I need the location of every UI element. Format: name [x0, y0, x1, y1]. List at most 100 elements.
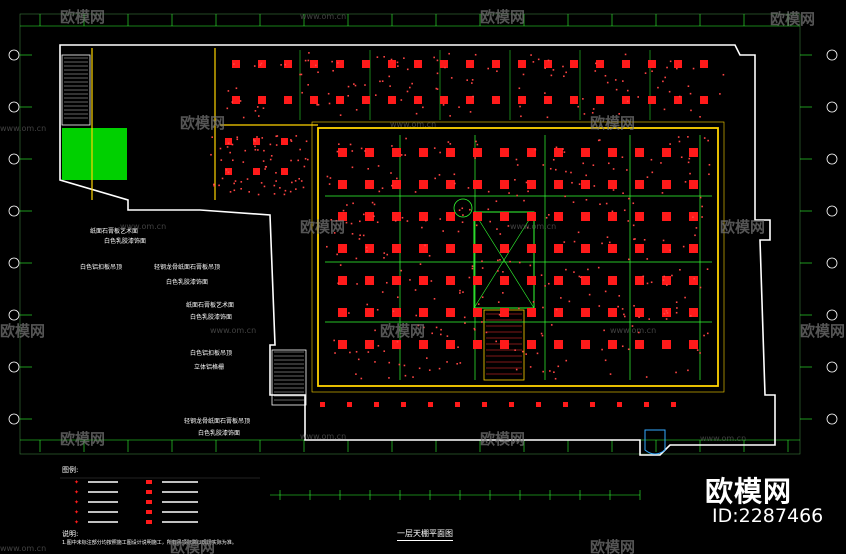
light-dot	[355, 350, 358, 353]
light-dot	[307, 59, 310, 62]
light-dot	[362, 213, 365, 216]
brand-id-text: ID:2287466	[712, 505, 824, 527]
light-dot	[540, 332, 543, 335]
ceiling-panel	[258, 96, 266, 104]
light-dot	[618, 295, 621, 297]
ceiling-panel	[674, 60, 682, 68]
light-dot	[696, 349, 699, 351]
light-dot	[518, 307, 520, 310]
ceiling-panel	[388, 96, 396, 104]
watermark-brand: 欧模网	[60, 430, 106, 448]
stair-block-2	[271, 349, 307, 406]
light-dot	[703, 334, 705, 337]
light-dot	[496, 70, 498, 73]
light-dot	[562, 148, 564, 150]
ceiling-panel	[635, 276, 644, 285]
light-dot	[377, 344, 380, 347]
ceiling-panel	[392, 180, 401, 189]
light-dot	[525, 181, 528, 184]
light-dot	[601, 242, 603, 245]
ceiling-panel	[392, 212, 401, 221]
light-dot	[634, 238, 636, 240]
light-dot	[530, 54, 532, 56]
light-dot	[355, 373, 357, 375]
light-dot	[279, 187, 281, 189]
light-dot	[342, 209, 345, 212]
light-dot	[526, 226, 529, 229]
light-dot	[430, 280, 433, 282]
right-axis-bubble	[826, 101, 838, 113]
light-dot	[467, 187, 470, 189]
light-dot	[495, 340, 497, 343]
light-dot	[280, 64, 282, 66]
watermark-url: www.om.cn	[390, 120, 437, 129]
ceiling-panel	[527, 180, 536, 189]
light-dot	[227, 171, 230, 174]
light-dot	[269, 158, 272, 161]
watermark-url: www.om.cn	[300, 432, 347, 441]
watermark-url: www.om.cn	[610, 326, 657, 335]
light-dot	[481, 260, 483, 263]
light-dot	[580, 276, 582, 279]
light-dot	[542, 370, 544, 373]
light-dot	[563, 75, 565, 78]
light-dot	[235, 87, 238, 90]
light-dot	[406, 68, 409, 71]
atrium-diagonal	[473, 211, 535, 309]
light-dot	[440, 333, 442, 336]
light-dot	[401, 216, 404, 219]
ceiling-panel	[554, 308, 563, 317]
light-dot	[377, 165, 380, 167]
legend-swatch	[146, 520, 152, 524]
light-dot	[622, 80, 624, 82]
light-dot	[546, 116, 549, 119]
ceiling-panel	[500, 308, 509, 317]
light-dot	[439, 151, 441, 154]
light-dot	[381, 187, 384, 189]
light-dot	[564, 195, 566, 198]
ceiling-panel	[596, 60, 604, 68]
light-dot	[290, 140, 293, 142]
light-dot	[394, 219, 397, 222]
light-dot	[386, 253, 389, 256]
ceiling-panel	[500, 276, 509, 285]
light-dot	[722, 73, 725, 76]
light-dot	[304, 59, 307, 62]
light-dot	[587, 268, 589, 271]
light-dot	[385, 281, 388, 284]
right-axis-bubble	[826, 49, 838, 61]
light-dot	[469, 208, 471, 211]
legend-symbol: ✦	[74, 499, 79, 506]
ceiling-panel	[635, 244, 644, 253]
light-dot	[335, 219, 338, 222]
light-dot	[671, 274, 673, 277]
ceiling-panel	[581, 244, 590, 253]
light-dot	[515, 368, 518, 371]
light-dot	[548, 282, 550, 285]
ceiling-panel	[446, 148, 455, 157]
ceiling-panel	[689, 340, 698, 349]
ceiling-panel	[365, 180, 374, 189]
ceiling-panel	[635, 148, 644, 157]
light-dot	[651, 171, 654, 174]
watermark-brand: 欧模网	[720, 218, 766, 236]
ceiling-panel	[596, 96, 604, 104]
light-dot	[337, 62, 339, 64]
light-dot	[471, 82, 473, 84]
annotation-6: 纸面石膏板艺术面	[186, 302, 235, 309]
light-dot	[257, 193, 260, 196]
light-dot	[577, 231, 580, 234]
light-dot	[471, 265, 474, 267]
ceiling-panel	[365, 308, 374, 317]
light-dot	[676, 307, 678, 309]
watermark-brand: 欧模网	[800, 322, 846, 340]
light-dot	[295, 135, 298, 137]
light-dot	[651, 70, 653, 73]
light-dot	[388, 75, 391, 78]
light-dot	[614, 79, 617, 81]
light-dot	[541, 334, 544, 337]
ceiling-panel	[414, 60, 422, 68]
light-dot	[542, 306, 544, 309]
light-dot	[518, 261, 521, 264]
light-dot	[633, 304, 635, 307]
